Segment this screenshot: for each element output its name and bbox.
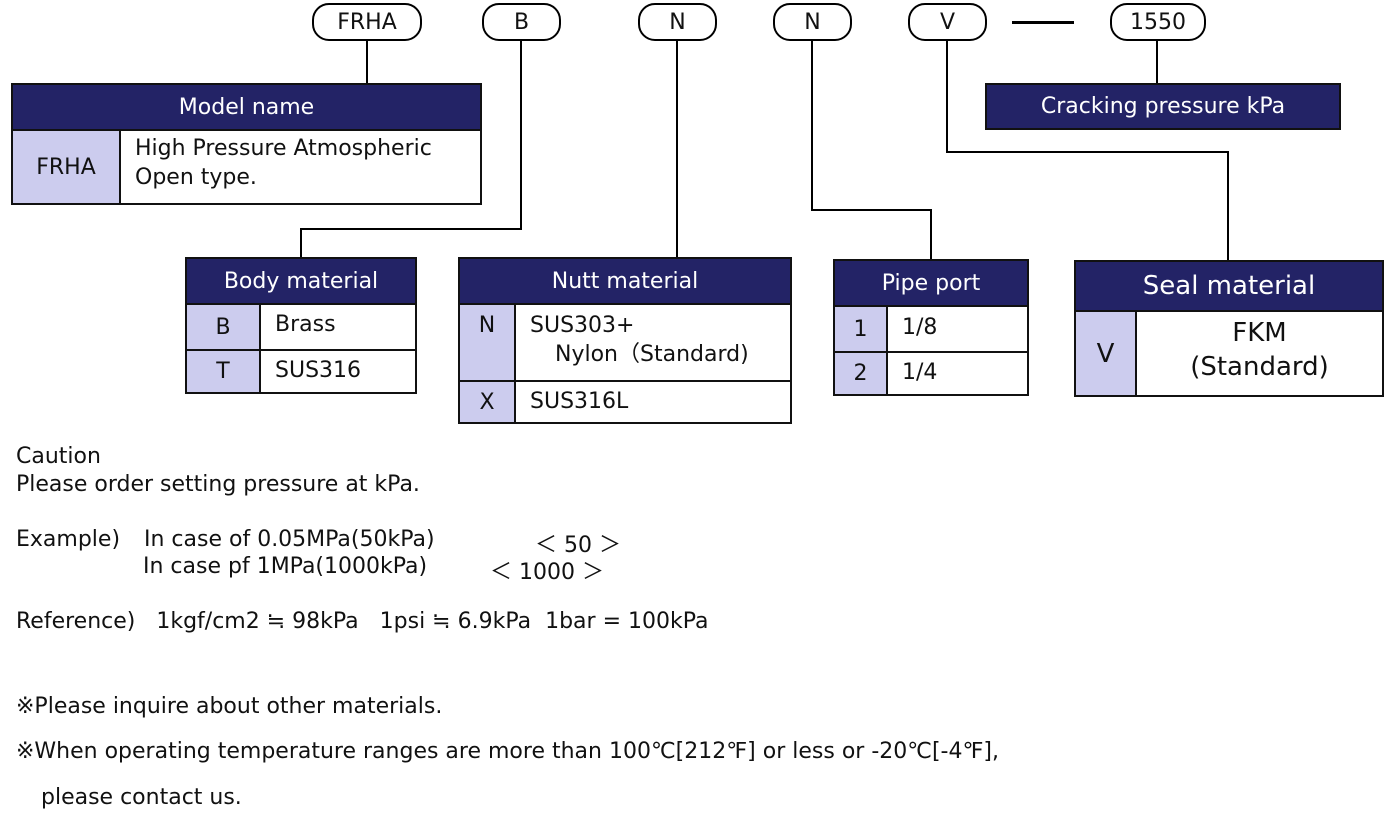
code-pill-seal: V	[908, 3, 987, 41]
connector-seal-drop	[1227, 151, 1229, 261]
pipe-desc-cell: 1/8	[902, 315, 938, 340]
nutt-material-table: Nutt material N SUS303+ Nylon（Standard) …	[458, 257, 792, 424]
table-row: 2 1/4	[835, 351, 1027, 394]
connector-seal-vertical	[946, 41, 948, 153]
table-row: X SUS316L	[460, 380, 790, 422]
model-code-cell: FRHA	[13, 131, 121, 203]
seal-desc-line2: (Standard)	[1190, 352, 1329, 382]
example-2-value: ＜ 1000 ＞	[490, 560, 604, 585]
connector-pipe-vertical	[811, 41, 813, 211]
connector-body-horizontal	[300, 228, 522, 230]
code-dash-separator	[1012, 21, 1074, 24]
code-pill-pressure-text: 1550	[1130, 9, 1186, 35]
code-pill-pressure: 1550	[1110, 3, 1206, 41]
code-pill-seal-text: V	[939, 9, 956, 35]
cracking-pressure-header: Cracking pressure kPa	[985, 83, 1341, 130]
seal-desc-line1: FKM	[1232, 318, 1287, 348]
model-desc-cell: High Pressure Atmospheric Open type.	[121, 131, 480, 203]
table-row: B Brass	[187, 305, 415, 349]
body-code-cell: T	[187, 351, 261, 392]
connector-body-drop	[300, 228, 302, 258]
pipe-desc-cell: 1/4	[902, 360, 938, 385]
nutt-desc-line2: Nylon（Standard)	[555, 342, 749, 367]
example-1-value: ＜ 50 ＞	[535, 533, 621, 558]
body-material-header: Body material	[187, 259, 415, 305]
model-name-table: Model name FRHA High Pressure Atmospheri…	[11, 83, 482, 205]
pipe-port-header: Pipe port	[835, 261, 1027, 307]
nutt-code-cell: X	[460, 382, 516, 422]
seal-material-header: Seal material	[1076, 262, 1382, 312]
connector-pipe-horizontal	[811, 209, 932, 211]
note-temperature: ※When operating temperature ranges are m…	[16, 739, 999, 764]
nutt-desc-cell: SUS303+ Nylon（Standard)	[516, 305, 790, 380]
table-row: FRHA High Pressure Atmospheric Open type…	[13, 131, 480, 203]
table-row: T SUS316	[187, 349, 415, 392]
note-temperature-cont: please contact us.	[41, 785, 242, 810]
nutt-desc-cell: SUS316L	[530, 389, 629, 414]
connector-seal-horizontal	[946, 151, 1229, 153]
code-pill-pipe-text: N	[804, 9, 821, 35]
code-pill-pipe: N	[773, 3, 852, 41]
connector-nutt	[676, 41, 678, 258]
pipe-code-cell: 1	[835, 307, 888, 351]
example-2-text: In case pf 1MPa(1000kPa)	[143, 554, 428, 579]
table-row: N SUS303+ Nylon（Standard)	[460, 305, 790, 380]
code-pill-body: B	[482, 3, 561, 41]
caution-title: Caution	[16, 444, 101, 469]
nutt-desc-line1: SUS303+	[530, 313, 635, 338]
body-desc-cell: Brass	[275, 312, 336, 337]
seal-code-cell: V	[1076, 312, 1137, 395]
connector-pressure	[1156, 41, 1158, 84]
pipe-code-cell: 2	[835, 353, 888, 394]
body-code-cell: B	[187, 305, 261, 349]
body-material-table: Body material B Brass T SUS316	[185, 257, 417, 394]
seal-material-table: Seal material V FKM (Standard)	[1074, 260, 1384, 397]
code-pill-model-text: FRHA	[337, 9, 397, 35]
nutt-code-cell: N	[460, 305, 516, 380]
seal-desc-cell: FKM (Standard)	[1137, 312, 1382, 395]
model-desc-line1: High Pressure Atmospheric	[135, 136, 432, 161]
model-name-header: Model name	[13, 85, 480, 131]
connector-model	[366, 41, 368, 84]
example-label: Example)	[16, 527, 121, 552]
table-row: V FKM (Standard)	[1076, 312, 1382, 395]
code-pill-nutt-text: N	[669, 9, 686, 35]
example-1-text: In case of 0.05MPa(50kPa)	[144, 527, 435, 552]
nutt-material-header: Nutt material	[460, 259, 790, 305]
connector-pipe-drop	[930, 209, 932, 260]
code-pill-body-text: B	[513, 9, 530, 35]
pipe-port-table: Pipe port 1 1/8 2 1/4	[833, 259, 1029, 396]
code-pill-model: FRHA	[312, 3, 422, 41]
table-row: 1 1/8	[835, 307, 1027, 351]
caution-text: Please order setting pressure at kPa.	[16, 472, 420, 497]
code-pill-nutt: N	[638, 3, 717, 41]
body-desc-cell: SUS316	[275, 358, 362, 383]
note-other-materials: ※Please inquire about other materials.	[16, 694, 443, 719]
reference-text: Reference) 1kgf/cm2 ≒ 98kPa 1psi ≒ 6.9kP…	[16, 609, 709, 634]
connector-body-vertical	[520, 41, 522, 230]
model-desc-line2: Open type.	[135, 165, 257, 190]
